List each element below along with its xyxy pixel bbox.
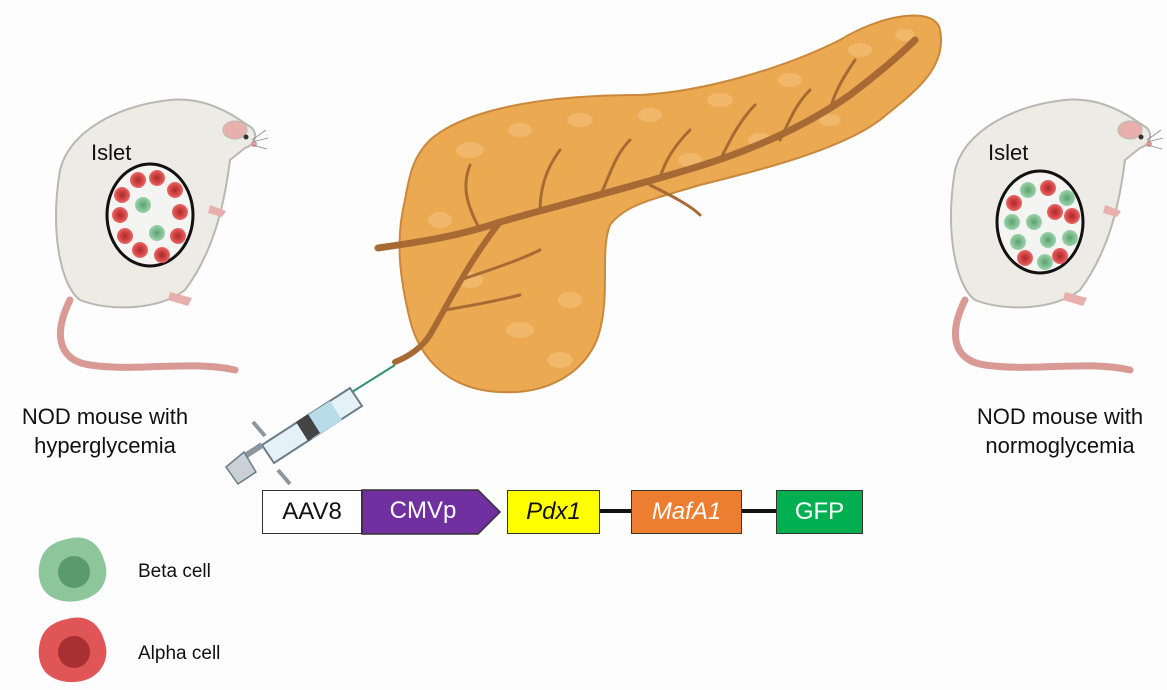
aav8-box: AAV8 (262, 490, 362, 534)
alpha-cell (117, 228, 133, 244)
pdx1-box: Pdx1 (507, 490, 600, 534)
right-islet-label: Islet (988, 140, 1028, 166)
beta-cell (1004, 214, 1020, 230)
beta-cell (1062, 230, 1078, 246)
alpha-cell (1040, 180, 1056, 196)
gfp-box: GFP (776, 490, 863, 534)
alpha-cell (1017, 250, 1033, 266)
beta-cell (135, 197, 151, 213)
beta-cell (1026, 214, 1042, 230)
beta-cell (1020, 182, 1036, 198)
alpha-cell (170, 228, 186, 244)
right-islet-circle (997, 171, 1083, 273)
beta-cell (1059, 190, 1075, 206)
beta-cell (1040, 232, 1056, 248)
alpha-cell (1064, 208, 1080, 224)
pancreas-illustration (378, 16, 941, 393)
alpha-cell (132, 242, 148, 258)
linker-2 (742, 509, 776, 513)
left-caption-line1: NOD mouse with (0, 402, 220, 431)
alpha-cell (154, 247, 170, 263)
left-caption-line2: hyperglycemia (0, 431, 220, 460)
legend-beta-cell-icon (39, 537, 107, 601)
mafa1-box: MafA1 (631, 490, 742, 534)
right-caption-line2: normoglycemia (945, 431, 1167, 460)
alpha-cell (167, 182, 183, 198)
legend-alpha-cell-icon (39, 617, 107, 682)
legend-alpha-label: Alpha cell (138, 643, 220, 665)
beta-cell (1037, 254, 1053, 270)
linker-1 (600, 509, 631, 513)
left-islet-circle (107, 164, 193, 266)
alpha-cell (149, 170, 165, 186)
alpha-cell (114, 187, 130, 203)
syringe-illustration (226, 365, 395, 484)
cmvp-label: CMVp (362, 497, 484, 525)
alpha-cell (172, 204, 188, 220)
left-islet-label: Islet (91, 140, 131, 166)
alpha-cell (1047, 204, 1063, 220)
beta-cell (1010, 234, 1026, 250)
legend-beta-label: Beta cell (138, 561, 211, 583)
beta-cell (149, 225, 165, 241)
alpha-cell (1052, 248, 1068, 264)
alpha-cell (1006, 195, 1022, 211)
right-caption-line1: NOD mouse with (945, 402, 1167, 431)
alpha-cell (130, 172, 146, 188)
alpha-cell (112, 207, 128, 223)
right-mouse-caption: NOD mouse with normoglycemia (945, 402, 1167, 460)
left-mouse-caption: NOD mouse with hyperglycemia (0, 402, 220, 460)
